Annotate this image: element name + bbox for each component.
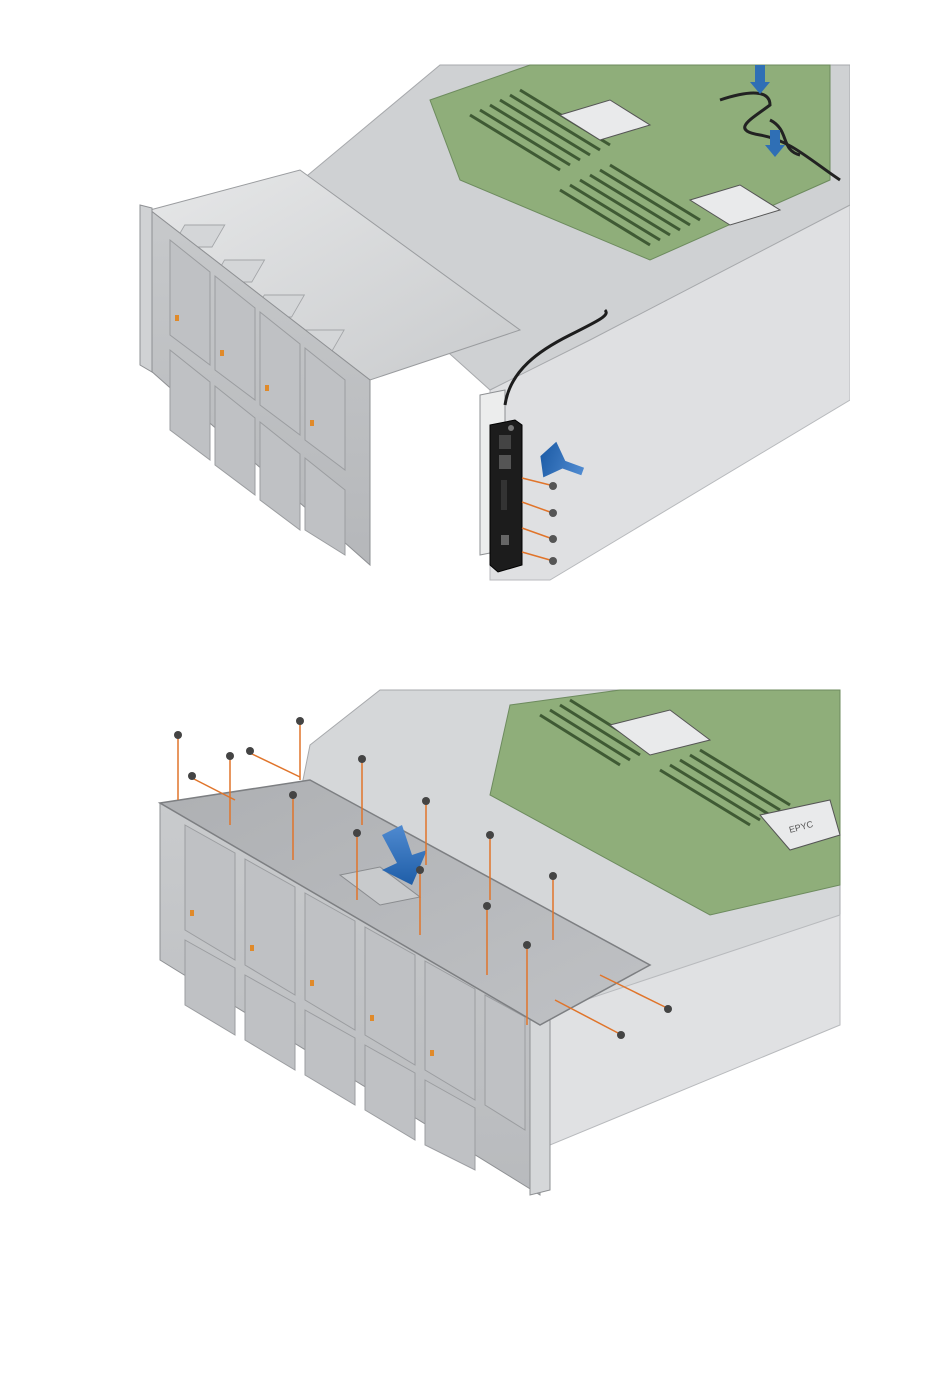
screw-14 <box>246 747 254 755</box>
screw-4 <box>549 557 557 565</box>
left-rack-ear <box>140 205 152 372</box>
figure-1-drawing <box>130 60 850 590</box>
screw-2 <box>549 509 557 517</box>
screw-10 <box>483 902 491 910</box>
control-panel <box>490 420 522 572</box>
screw-13 <box>188 772 196 780</box>
screw-15 <box>664 1005 672 1013</box>
screw-3 <box>549 535 557 543</box>
right-rack-ear <box>530 1017 550 1195</box>
screw-8 <box>416 866 424 874</box>
figure-control-panel-install <box>130 60 850 590</box>
figure-2-drawing: EPYC <box>150 685 850 1205</box>
screw-3 <box>296 717 304 725</box>
screw-16 <box>617 1031 625 1039</box>
screw-11 <box>549 872 557 880</box>
screw-2 <box>226 752 234 760</box>
screw-6 <box>353 829 361 837</box>
screw-5 <box>358 755 366 763</box>
screw-1 <box>549 482 557 490</box>
screw-7 <box>422 797 430 805</box>
screw-4 <box>289 791 297 799</box>
screw-12 <box>523 941 531 949</box>
screw-9 <box>486 831 494 839</box>
screw-1 <box>174 731 182 739</box>
figure-cover-install: EPYC <box>150 685 850 1205</box>
